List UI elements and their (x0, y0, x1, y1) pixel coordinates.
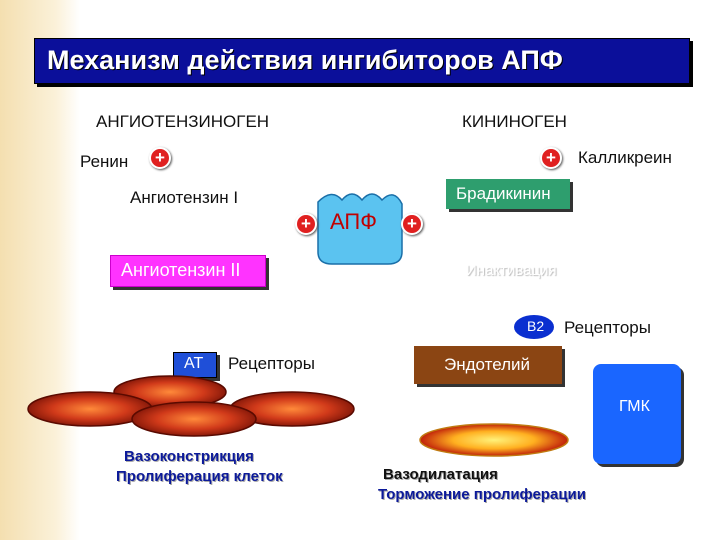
angiotensin2-box: Ангиотензин II (110, 255, 266, 287)
vasodilation-label: Вазодилатация (383, 466, 498, 483)
at-label: AT (184, 355, 204, 372)
ace-left-plus-icon: + (295, 213, 317, 235)
vascular-cells-group (27, 375, 355, 437)
ace-enzyme-shape (317, 193, 403, 265)
angiotensinogen-label: АНГИОТЕНЗИНОГЕН (96, 112, 270, 131)
smc-label: ГМК (619, 398, 650, 415)
vasoconstriction-label: Вазоконстрикция (124, 448, 254, 465)
title-banner: Механизм действия ингибиторов АПФ (34, 38, 690, 84)
renin-label: Ренин (80, 152, 129, 171)
angiotensin1-label: Ангиотензин I (130, 188, 239, 207)
page-title: Механизм действия ингибиторов АПФ (47, 45, 563, 75)
inactivation-label: Инактивация (466, 262, 557, 279)
bradykinin-label: Брадикинин (456, 184, 551, 203)
at-receptors-label: Рецепторы (228, 354, 315, 373)
b2-receptors-label: Рецепторы (564, 318, 651, 337)
endothelium-label: Эндотелий (444, 355, 531, 374)
angiotensin2-label: Ангиотензин II (121, 260, 241, 280)
smc-cell-shape (419, 423, 569, 457)
endothelium-box: Эндотелий (414, 346, 562, 384)
kallikrein-plus-icon: + (540, 147, 562, 169)
left-decor-band (0, 0, 80, 540)
smc-box: ГМК (593, 364, 681, 464)
ace-label: АПФ (330, 209, 377, 234)
bradykinin-box: Брадикинин (446, 179, 570, 209)
renin-plus-icon: + (149, 147, 171, 169)
kallikrein-label: Калликреин (578, 148, 672, 167)
proliferation-label: Пролиферация клеток (116, 468, 283, 485)
b2-receptor-shape (514, 315, 554, 339)
inhibition-label: Торможение пролиферации (378, 486, 586, 503)
b2-label: B2 (527, 318, 545, 334)
ace-right-plus-icon: + (401, 213, 423, 235)
kininogen-label: КИНИНОГЕН (462, 112, 567, 131)
